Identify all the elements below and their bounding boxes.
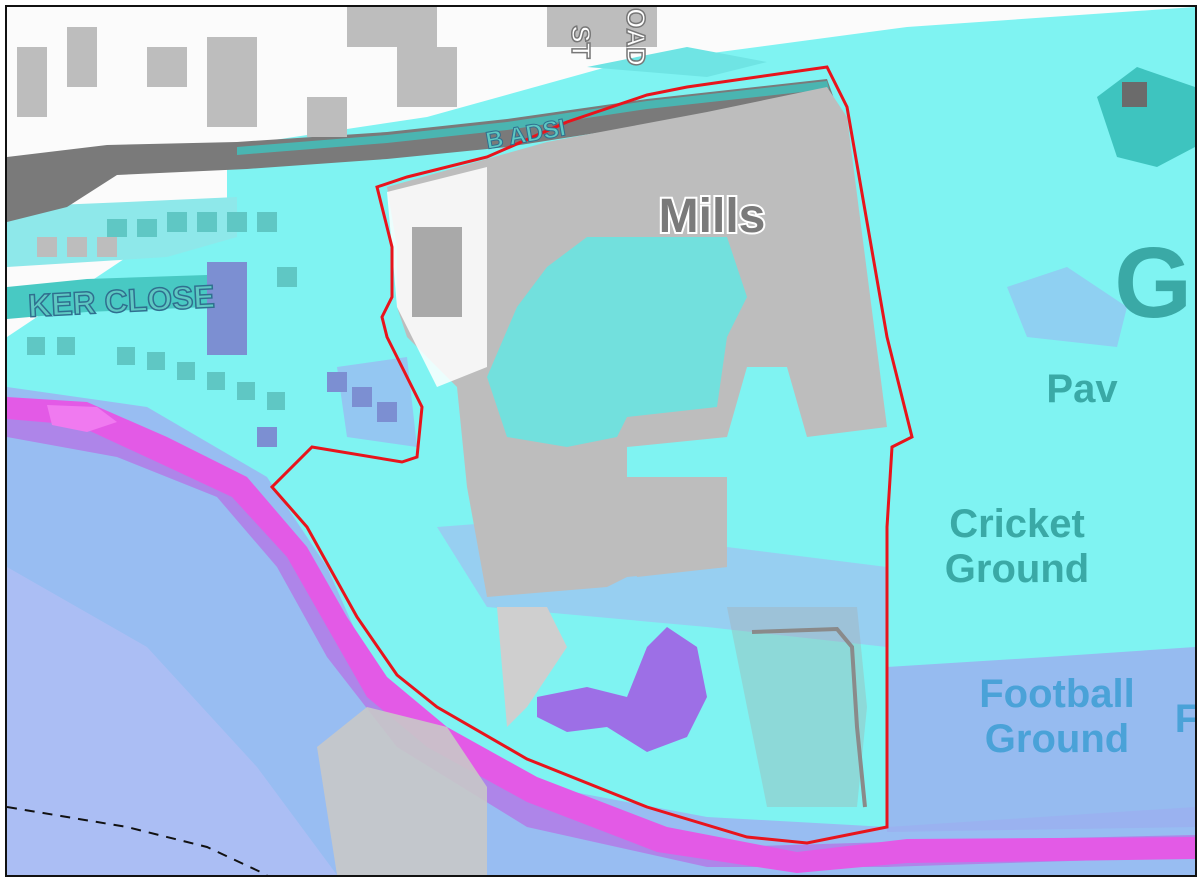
mills-label: Mills [659,190,766,243]
side-road [7,262,247,355]
pav-label: Pav [1046,367,1118,411]
buildings-close-blue [257,372,397,447]
street-label-top: OAD [621,8,651,66]
flood-map[interactable]: Mills Cricket Ground Football Ground Pav… [5,5,1197,877]
main-road [7,79,837,222]
edge-label-large: GI [1114,227,1195,339]
cricket-ground-label-line2: Ground [945,547,1089,591]
street-label-st: ST [566,25,596,58]
football-ground-label-line2: Ground [985,717,1129,761]
site-boundary [269,65,914,845]
map-canvas[interactable]: Mills Cricket Ground Football Ground Pav… [7,7,1195,875]
buildings-top-left [17,7,657,257]
lower-grey-area [317,607,867,875]
mills-building [387,87,887,597]
edge-label-small: F [1175,697,1195,741]
football-ground-label-line1: Football [979,672,1135,716]
buildings-close [27,212,297,410]
drain-channel [751,626,867,808]
pavilion-building [1097,67,1195,167]
river [7,397,1195,873]
dashed-boundary [7,806,268,875]
cricket-ground-label-line1: Cricket [949,502,1085,546]
